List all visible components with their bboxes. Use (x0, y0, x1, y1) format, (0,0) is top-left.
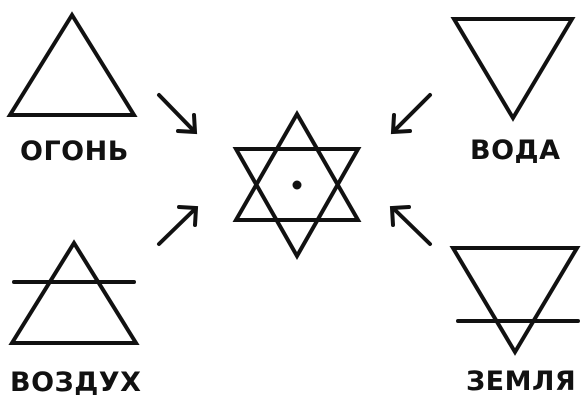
air-symbol-icon (8, 239, 140, 345)
earth-symbol-icon (449, 246, 581, 356)
arrow-air-to-center-icon (157, 205, 199, 246)
arrow-water-to-center-icon (390, 93, 432, 135)
fire-symbol-icon (6, 11, 138, 117)
arrow-earth-to-center-icon (389, 205, 432, 246)
hexagram-icon (232, 109, 362, 261)
arrow-fire-to-center-icon (157, 93, 198, 135)
fire-label: ОГОНЬ (20, 136, 129, 167)
air-label: ВОЗДУХ (10, 367, 142, 398)
water-label: ВОДА (470, 135, 561, 166)
center-dot-icon (292, 180, 302, 190)
water-symbol-icon (450, 17, 576, 122)
earth-label: ЗЕМЛЯ (466, 366, 577, 397)
